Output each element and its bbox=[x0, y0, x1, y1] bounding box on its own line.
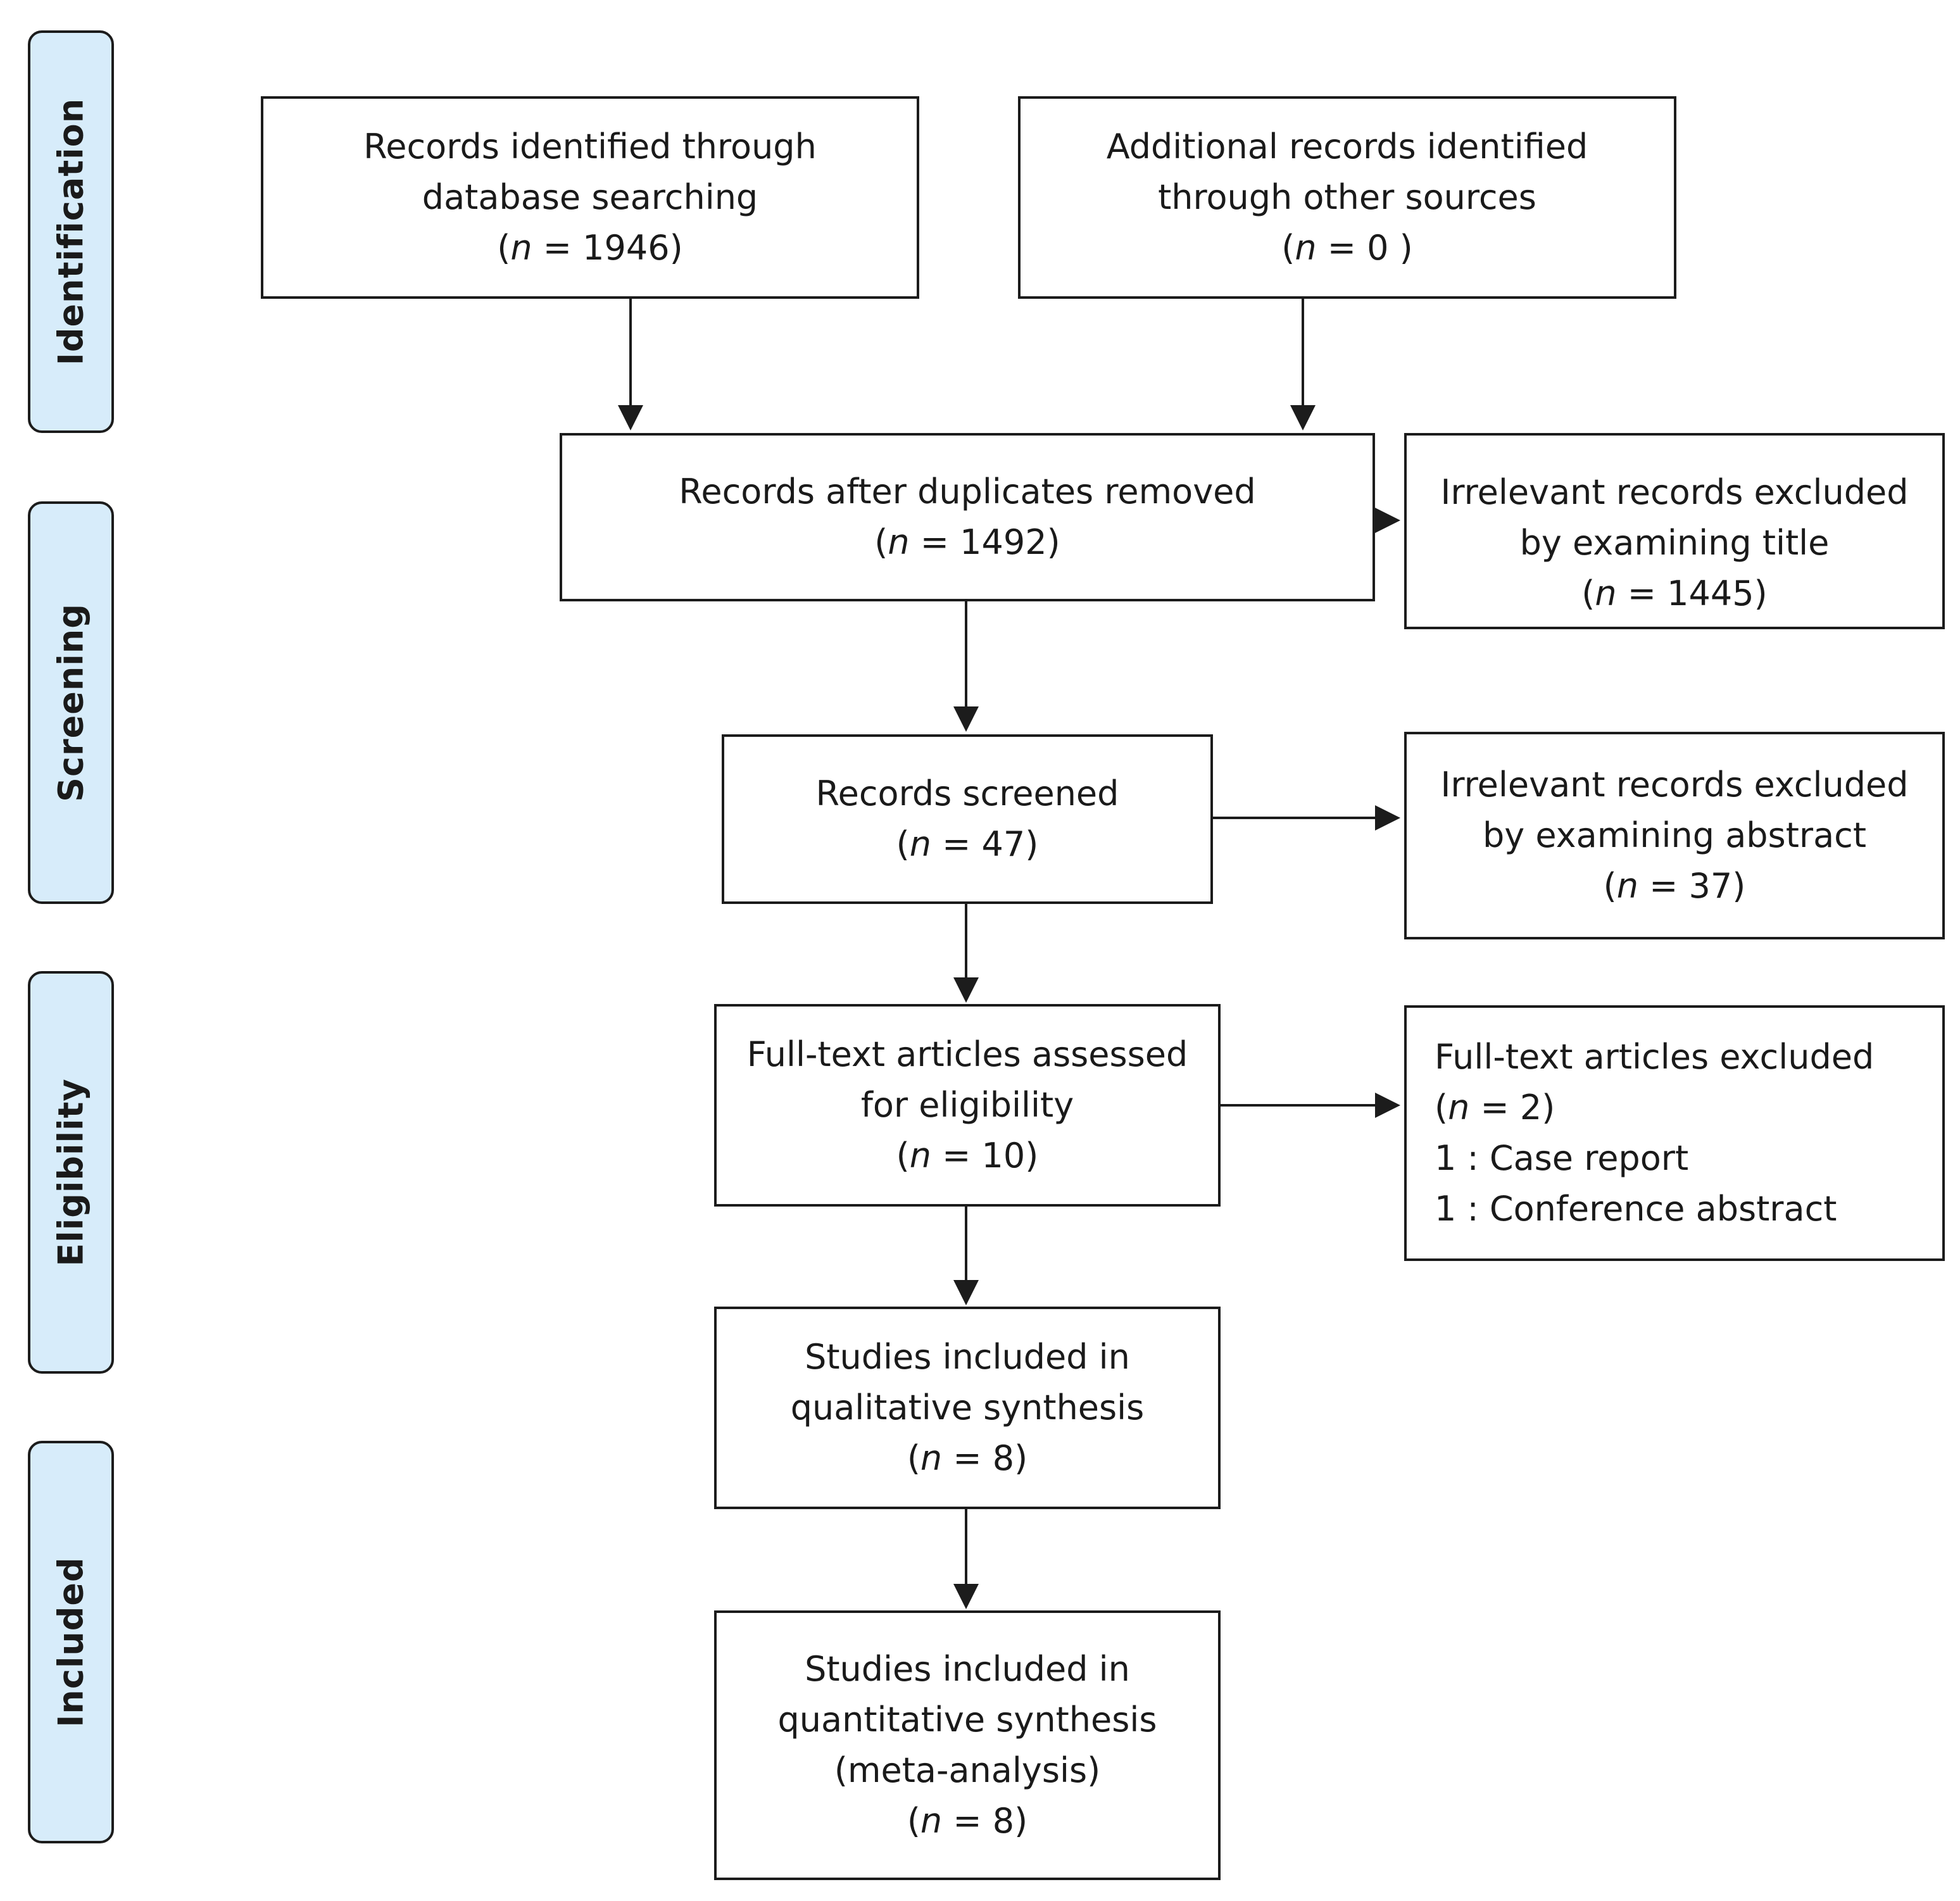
box-text-line: Irrelevant records excluded bbox=[1440, 765, 1909, 805]
box-text-line: qualitative synthesis bbox=[790, 1388, 1145, 1427]
count-label: (n = 10) bbox=[896, 1136, 1039, 1176]
box-text-line: Additional records identified bbox=[1106, 127, 1588, 166]
box-text-line: Irrelevant records excluded bbox=[1440, 472, 1909, 512]
count-label: (n = 0 ) bbox=[1281, 228, 1413, 268]
exclusion-reason: 1 : Case report bbox=[1435, 1138, 1689, 1178]
count-label: (n = 8) bbox=[907, 1801, 1028, 1841]
box-text-line: Full-text articles excluded bbox=[1435, 1037, 1875, 1077]
box-text-line: Full-text articles assessed bbox=[746, 1034, 1188, 1074]
count-label: (n = 1492) bbox=[874, 522, 1060, 562]
box-text-line: Records after duplicates removed bbox=[679, 472, 1256, 511]
box-text-line: Records identified through bbox=[363, 127, 817, 166]
box-screened: Records screened (n = 47) bbox=[722, 734, 1213, 904]
box-text-line: by examining abstract bbox=[1482, 815, 1867, 855]
stage-included: Included bbox=[28, 1441, 114, 1843]
box-text-line: Records screened bbox=[815, 774, 1119, 813]
box-text-line: for eligibility bbox=[860, 1085, 1074, 1125]
stage-identification: Identification bbox=[28, 30, 114, 433]
box-text-line: through other sources bbox=[1158, 177, 1536, 217]
box-fulltext-assessed: Full-text articles assessed for eligibil… bbox=[714, 1004, 1221, 1207]
count-label: (n = 1445) bbox=[1581, 574, 1768, 613]
count-label: (n = 47) bbox=[896, 824, 1039, 864]
count-label: (n = 37) bbox=[1603, 866, 1746, 906]
stage-screening: Screening bbox=[28, 501, 114, 904]
box-text-line: (meta-analysis) bbox=[834, 1750, 1101, 1790]
box-dedup: Records after duplicates removed (n = 14… bbox=[560, 433, 1375, 601]
box-excluded-abstract: Irrelevant records excluded by examining… bbox=[1404, 732, 1945, 939]
box-db-search: Records identified through database sear… bbox=[261, 96, 919, 299]
count-label: (n = 1946) bbox=[497, 228, 683, 268]
box-text-line: Studies included in bbox=[805, 1337, 1130, 1377]
box-text-line: quantitative synthesis bbox=[777, 1700, 1157, 1740]
box-text-line: Studies included in bbox=[805, 1649, 1130, 1689]
box-other-sources: Additional records identified through ot… bbox=[1018, 96, 1676, 299]
box-qualitative: Studies included in qualitative synthesi… bbox=[714, 1307, 1221, 1509]
stage-label: Screening bbox=[51, 603, 91, 802]
box-text-line: by examining title bbox=[1519, 523, 1830, 563]
count-label: (n = 8) bbox=[907, 1438, 1028, 1478]
count-label: (n = 2) bbox=[1435, 1088, 1555, 1127]
stage-label: Included bbox=[51, 1557, 91, 1728]
box-quantitative: Studies included in quantitative synthes… bbox=[714, 1610, 1221, 1880]
stage-eligibility: Eligibility bbox=[28, 971, 114, 1374]
exclusion-reason: 1 : Conference abstract bbox=[1435, 1189, 1837, 1229]
stage-label: Identification bbox=[51, 97, 91, 366]
box-excluded-title: Irrelevant records excluded by examining… bbox=[1404, 433, 1945, 629]
stage-label: Eligibility bbox=[51, 1078, 91, 1267]
box-fulltext-excluded: Full-text articles excluded (n = 2) 1 : … bbox=[1404, 1005, 1945, 1261]
box-text-line: database searching bbox=[422, 177, 758, 217]
